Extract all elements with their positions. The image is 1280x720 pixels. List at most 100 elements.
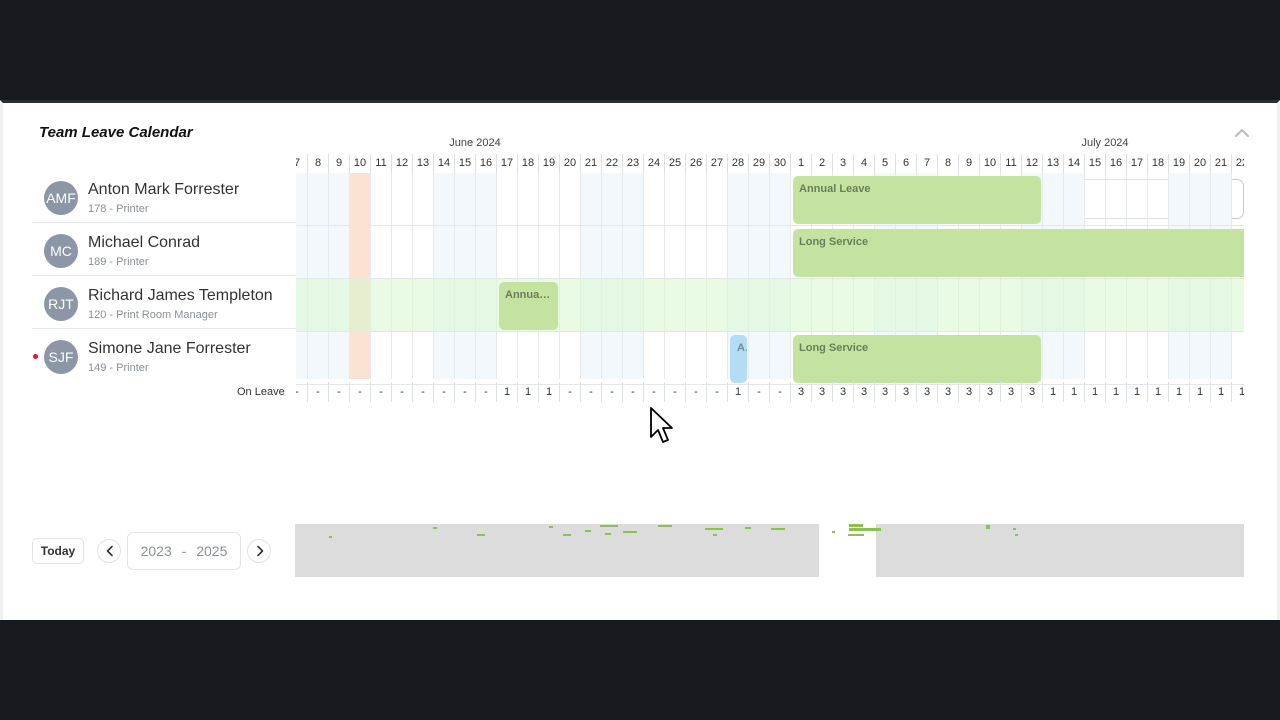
day-column (412, 173, 433, 379)
day-header: 25 (664, 154, 685, 173)
employee-name: Richard James Templeton (88, 287, 273, 304)
overview-leave-mark (832, 531, 835, 533)
day-column (622, 173, 643, 379)
on-leave-count: - (307, 382, 328, 402)
day-header: 28 (727, 154, 748, 173)
day-column (307, 173, 328, 379)
day-header: 30 (769, 154, 790, 173)
day-header: 1 (790, 154, 811, 173)
day-column (748, 173, 769, 379)
leave-bar[interactable]: Long Service (793, 335, 1041, 383)
day-column (601, 173, 622, 379)
on-leave-count: - (580, 382, 601, 402)
day-header: 27 (706, 154, 727, 173)
day-column (296, 173, 307, 379)
overview-leave-mark (1013, 528, 1016, 530)
day-column (580, 173, 601, 379)
overview-leave-mark (600, 525, 618, 527)
on-leave-count: 1 (1147, 382, 1168, 402)
overview-leave-mark (848, 534, 864, 536)
overview-leave-mark (433, 527, 437, 529)
day-header: 3 (832, 154, 853, 173)
day-column (643, 173, 664, 379)
overview-leave-mark (329, 536, 332, 538)
day-header: 7 (916, 154, 937, 173)
timeline-overview[interactable] (295, 524, 1244, 577)
day-header: 13 (1042, 154, 1063, 173)
day-header: 8 (307, 154, 328, 173)
day-header: 10 (349, 154, 370, 173)
day-header: 5 (874, 154, 895, 173)
bottom-backdrop (0, 620, 1280, 720)
on-leave-count: - (706, 382, 727, 402)
on-leave-count: 1 (496, 382, 517, 402)
overview-range-window[interactable] (819, 524, 876, 577)
day-header: 8 (937, 154, 958, 173)
day-header: 7 (296, 154, 307, 173)
day-header: 23 (622, 154, 643, 173)
overview-leave-mark (623, 531, 637, 533)
day-column (706, 173, 727, 379)
day-header: 13 (412, 154, 433, 173)
on-leave-count: 3 (832, 382, 853, 402)
on-leave-count: - (664, 382, 685, 402)
overview-leave-mark (563, 534, 571, 536)
next-range-button[interactable] (247, 539, 271, 563)
leave-bar[interactable]: Annual Leave (793, 176, 1041, 224)
on-leave-count: 1 (1189, 382, 1210, 402)
collapse-chevron-up-icon[interactable] (1232, 123, 1252, 143)
leave-bar[interactable]: A. (730, 335, 747, 383)
previous-range-button[interactable] (97, 539, 121, 563)
on-leave-count: - (559, 382, 580, 402)
on-leave-count: - (643, 382, 664, 402)
mouse-cursor-icon (649, 406, 675, 451)
overview-leave-mark (849, 524, 863, 527)
today-button[interactable]: Today (32, 538, 84, 564)
day-header: 22 (1231, 154, 1244, 173)
on-leave-count: 1 (1105, 382, 1126, 402)
day-header: 17 (1126, 154, 1147, 173)
row-divider (296, 225, 1244, 226)
day-column (664, 173, 685, 379)
employee-role: 189 - Printer (88, 256, 149, 268)
day-header: 6 (895, 154, 916, 173)
day-header: 15 (454, 154, 475, 173)
overview-leave-mark (477, 534, 485, 536)
overview-leave-mark (986, 525, 990, 529)
day-header: 4 (853, 154, 874, 173)
day-header: 19 (538, 154, 559, 173)
employee-name: Simone Jane Forrester (88, 340, 251, 357)
overview-leave-mark (549, 526, 553, 528)
overview-leave-mark (713, 534, 717, 536)
day-header: 18 (1147, 154, 1168, 173)
on-leave-count: - (601, 382, 622, 402)
year-range-separator: - (181, 543, 187, 559)
overview-leave-mark (705, 528, 723, 530)
day-column (454, 173, 475, 379)
avatar: SJF (44, 340, 78, 374)
leave-bar[interactable]: Long Service (793, 229, 1244, 277)
on-leave-count: - (769, 382, 790, 402)
on-leave-count: 1 (1168, 382, 1189, 402)
day-header: 20 (559, 154, 580, 173)
on-leave-count: 3 (895, 382, 916, 402)
day-header: 22 (601, 154, 622, 173)
day-header: 10 (979, 154, 1000, 173)
leave-bar[interactable]: Annual Leave (499, 282, 558, 330)
day-header: 12 (1021, 154, 1042, 173)
overview-leave-mark (849, 528, 881, 531)
day-column (538, 173, 559, 379)
day-header: 17 (496, 154, 517, 173)
day-column (790, 173, 811, 379)
day-column (517, 173, 538, 379)
on-leave-label: On Leave (237, 386, 285, 398)
on-leave-count: 1 (517, 382, 538, 402)
overview-leave-mark (1015, 534, 1018, 536)
year-range-display[interactable]: 2023 - 2025 (127, 532, 241, 570)
day-header: 21 (580, 154, 601, 173)
overview-leave-mark (771, 528, 785, 530)
